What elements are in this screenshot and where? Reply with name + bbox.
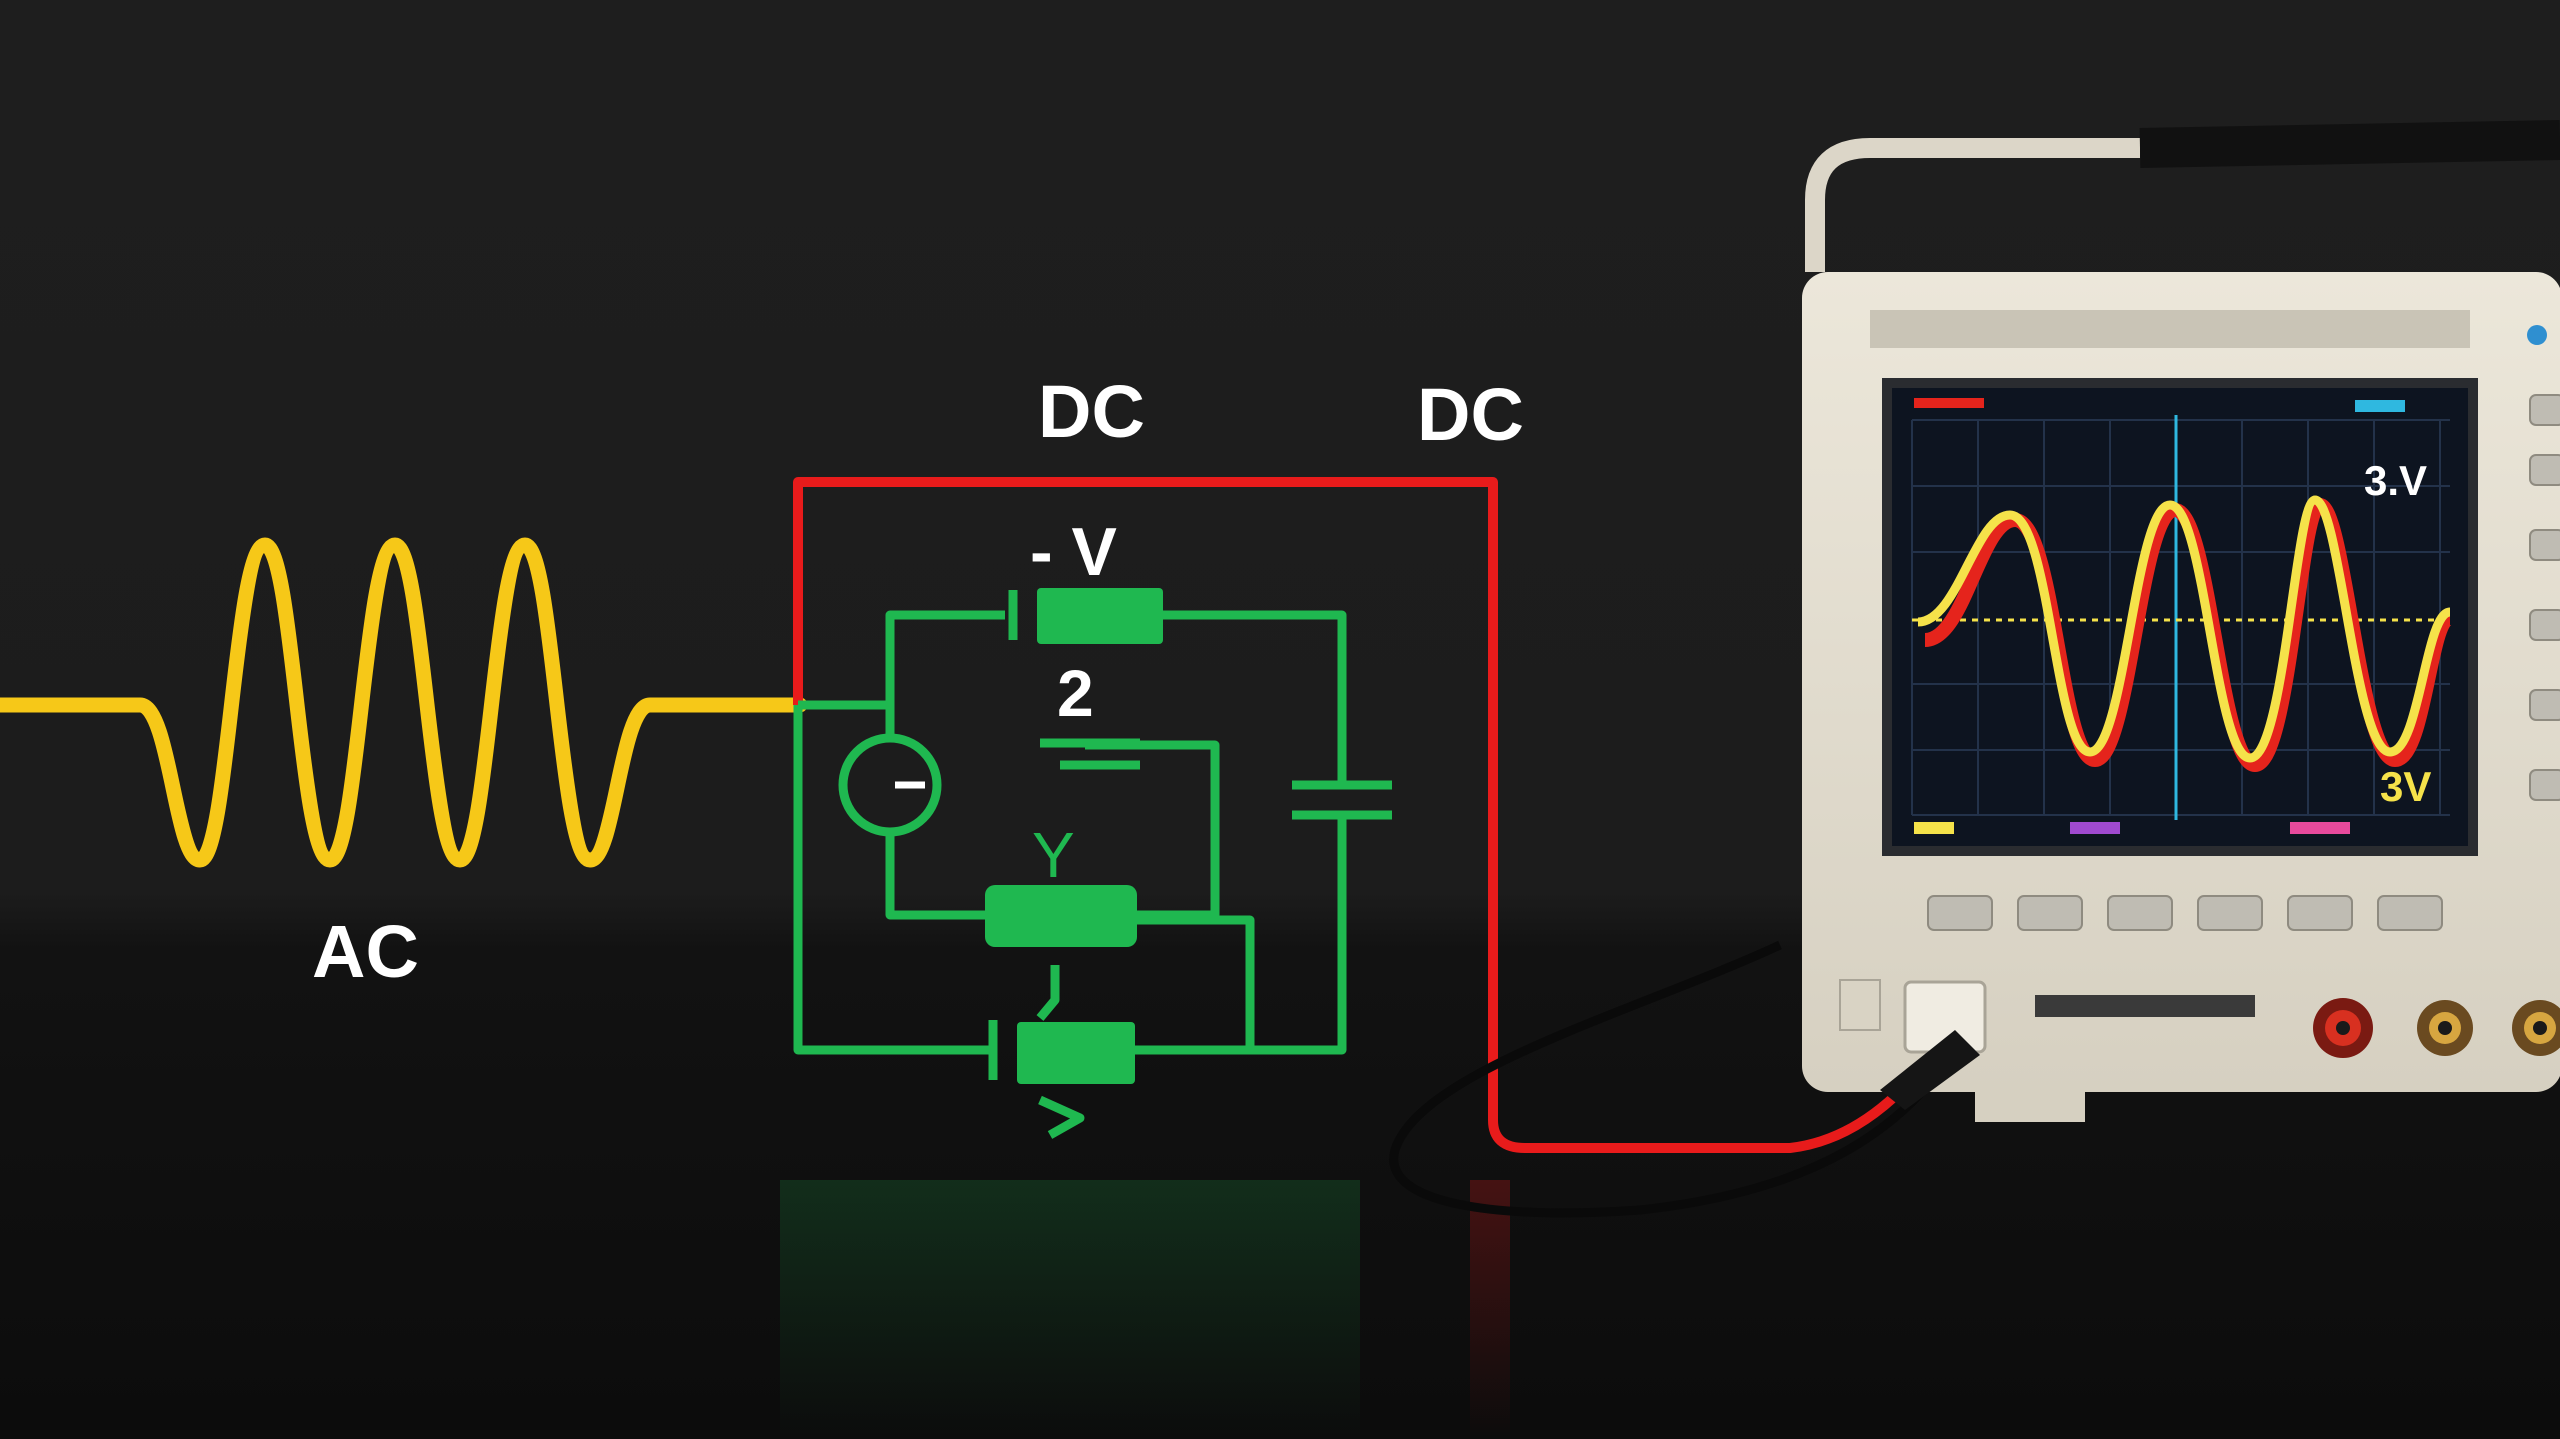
voltage-source	[838, 733, 942, 837]
red-reflection	[1470, 1180, 1510, 1439]
bottom-component	[988, 1020, 1250, 1084]
scope-trace-yellow	[1917, 495, 2452, 763]
bnc-connectors[interactable]	[2313, 998, 2560, 1058]
scope-handle	[1805, 138, 2140, 272]
middle-component	[985, 885, 1137, 947]
probe-cable	[1389, 940, 1944, 1218]
scope-readout-top: 3.V	[2364, 457, 2428, 504]
scope-softkeys[interactable]	[1927, 895, 2443, 931]
scope-readout-bottom: 3V	[2380, 763, 2432, 810]
component-y-label: Y	[1032, 819, 1075, 891]
component-v-label: - V	[1030, 514, 1117, 590]
ac-label: AC	[312, 910, 419, 993]
oscilloscope	[1802, 120, 2560, 1122]
scope-side-buttons[interactable]	[2529, 394, 2560, 801]
probe-plug	[1880, 1030, 1980, 1110]
capacitor-right	[1292, 780, 1392, 820]
dc-label-right: DC	[1417, 373, 1524, 456]
ac-waveform	[0, 537, 808, 868]
dc-label-left: DC	[1038, 370, 1145, 453]
component-2-label: 2	[1057, 656, 1094, 730]
top-component	[1008, 588, 1163, 644]
dc-wire	[793, 477, 1924, 1153]
capacitor-middle	[1040, 738, 1140, 770]
scope-screen	[1892, 388, 2468, 846]
green-circuit	[793, 610, 1347, 1139]
green-reflection	[780, 1180, 1360, 1439]
